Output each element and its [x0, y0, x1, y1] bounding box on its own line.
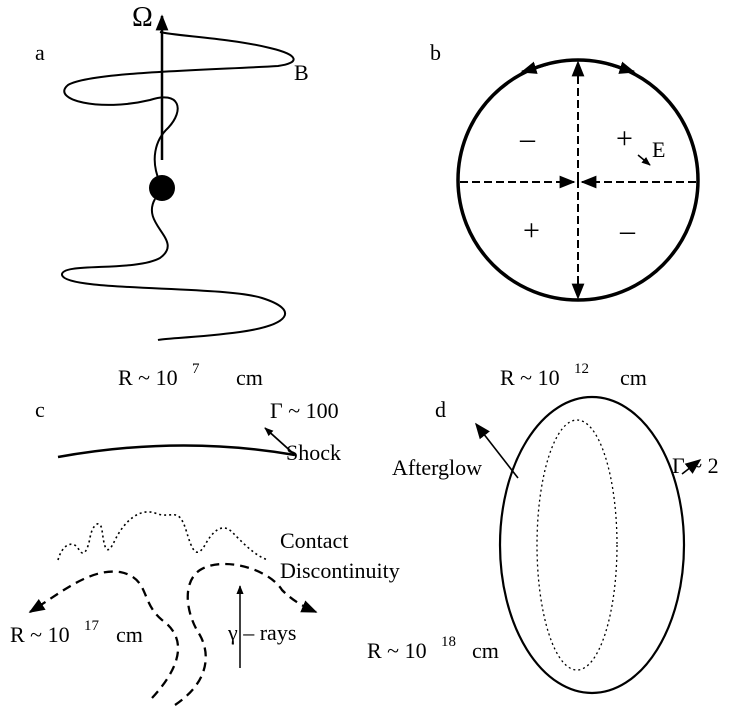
- panel-d: d Afterglow Γ ~ 2 R ~ 10 18 cm: [367, 395, 719, 695]
- radius-b-exponent: 12: [574, 361, 589, 377]
- charge-sign-top-left: –: [519, 122, 536, 155]
- radius-b-prefix: R ~ 10: [500, 365, 560, 390]
- radius-c-unit: cm: [116, 622, 143, 647]
- radius-c-exponent: 17: [84, 618, 100, 634]
- magnetic-field-line-lower: [61, 198, 286, 341]
- shell-lorentz-label: Γ ~ 2: [672, 453, 719, 478]
- rotation-arrow-right: [607, 61, 636, 74]
- rotation-arrow-left: [520, 61, 549, 74]
- shock-label: Shock: [286, 440, 341, 465]
- magnetic-field-line-upper: [63, 31, 295, 184]
- shock-lorentz-arrow: [264, 427, 296, 456]
- field-b-label: B: [294, 60, 309, 85]
- charge-sign-bottom-left: +: [523, 214, 540, 247]
- radius-a-unit: cm: [236, 365, 263, 390]
- gamma-ray-label: γ – rays: [227, 620, 296, 645]
- panel-a: a Ω B R ~ 10 7 cm: [35, 2, 309, 390]
- panel-a-label: a: [35, 40, 45, 65]
- panel-c: c Γ ~ 100 Shock Contact Discontinuity γ …: [10, 397, 400, 706]
- charge-sign-top-right: +: [616, 122, 633, 155]
- neutron-star: [149, 175, 175, 201]
- contact-label-line1: Contact: [280, 528, 348, 553]
- radius-label-d: R ~ 10 18 cm: [367, 634, 499, 663]
- radius-label-c: R ~ 10 17 cm: [10, 618, 143, 647]
- gamma-ray-path-right: [174, 562, 318, 706]
- panel-b-label: b: [430, 40, 441, 65]
- radius-d-unit: cm: [472, 638, 499, 663]
- afterglow-arrow: [475, 422, 519, 479]
- radius-d-prefix: R ~ 10: [367, 638, 427, 663]
- afterglow-label: Afterglow: [392, 455, 482, 480]
- panel-d-label: d: [435, 397, 446, 422]
- charge-sign-bottom-right: –: [619, 214, 636, 247]
- magnetosphere-circle: [456, 58, 700, 302]
- panel-b: b – + + – E R ~ 10 12 cm: [430, 40, 700, 390]
- field-e-label: E: [652, 137, 665, 162]
- radius-c-prefix: R ~ 10: [10, 622, 70, 647]
- panel-c-label: c: [35, 397, 45, 422]
- contact-discontinuity: [57, 511, 269, 561]
- radius-d-exponent: 18: [441, 634, 456, 650]
- radius-a-prefix: R ~ 10: [118, 365, 178, 390]
- radius-b-unit: cm: [620, 365, 647, 390]
- contact-label-line2: Discontinuity: [280, 558, 400, 583]
- shock-front: [57, 444, 296, 459]
- radius-label-a: R ~ 10 7 cm: [118, 361, 263, 390]
- gamma-ray-path-left: [28, 570, 180, 699]
- afterglow-shell-inner: [536, 419, 618, 671]
- afterglow-shell-outer: [498, 395, 686, 695]
- omega-label: Ω: [132, 2, 153, 33]
- radius-label-b: R ~ 10 12 cm: [500, 361, 647, 390]
- shell-lorentz-arrow: [681, 459, 702, 475]
- radius-a-exponent: 7: [192, 361, 200, 377]
- e-field-small-arrow: [637, 154, 651, 166]
- shock-lorentz-label: Γ ~ 100: [270, 398, 339, 423]
